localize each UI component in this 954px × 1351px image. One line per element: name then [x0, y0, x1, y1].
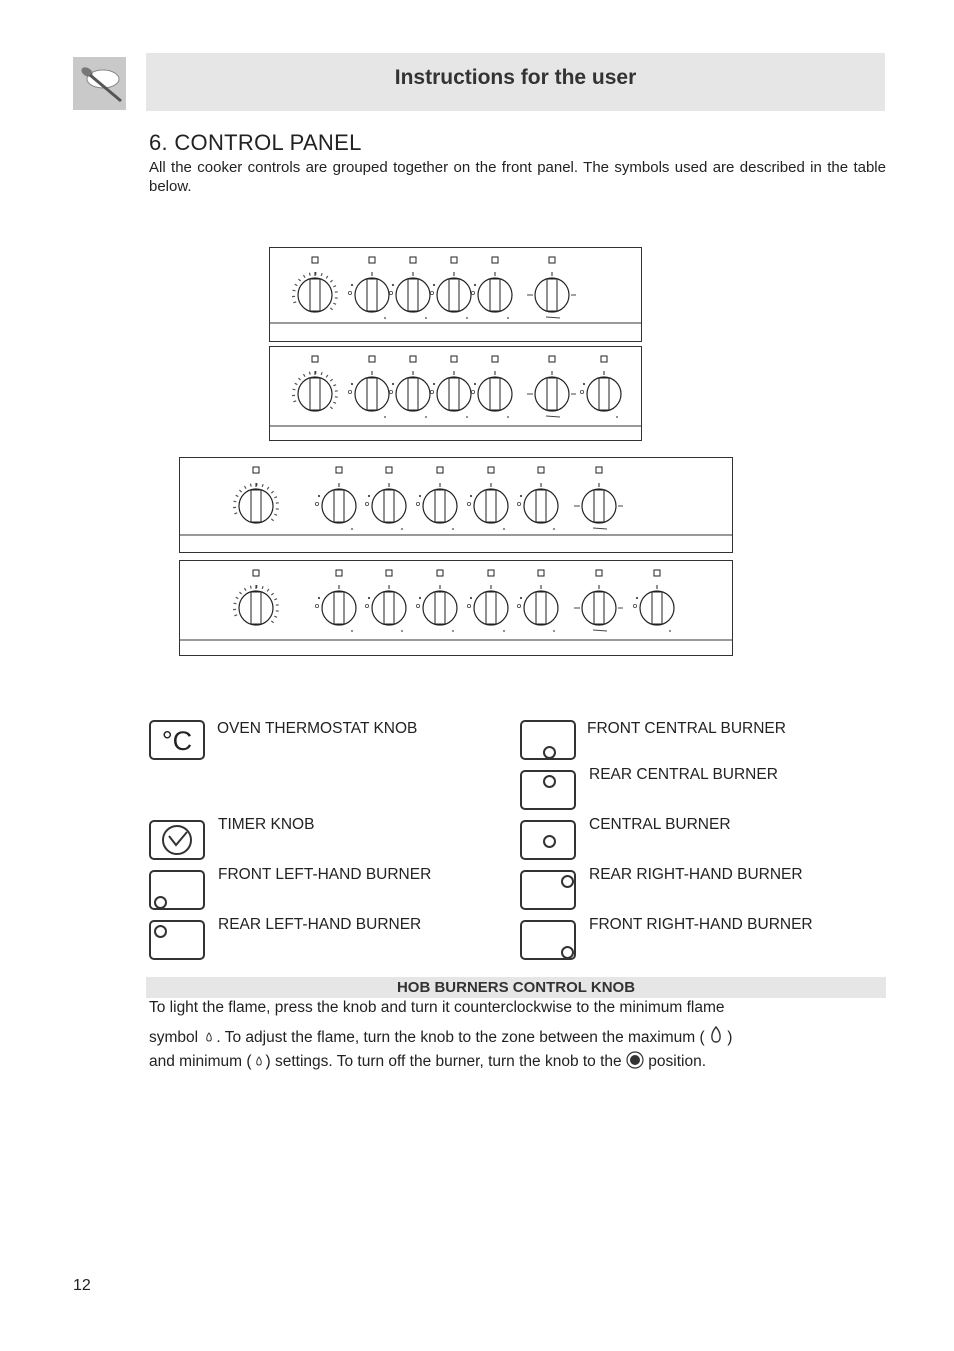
front-left-burner-label: FRONT LEFT-HAND BURNER — [218, 866, 432, 883]
hob-title: HOB BURNERS CONTROL KNOB — [396, 979, 636, 996]
control-panel-drawing — [179, 457, 733, 553]
page-number: 12 — [73, 1277, 91, 1294]
control-panel-drawing — [269, 346, 642, 441]
off-position-icon — [626, 1051, 644, 1069]
front-right-burner-symbol — [520, 920, 576, 960]
hob-text-line-2: symbol . To adjust the flame, turn the k… — [149, 1025, 732, 1047]
oven-thermostat-label: OVEN THERMOSTAT KNOB — [217, 720, 418, 737]
rear-central-burner-label: REAR CENTRAL BURNER — [589, 766, 778, 783]
rear-right-burner-symbol — [520, 870, 576, 910]
hob-text-line-1: To light the flame, press the knob and t… — [149, 999, 725, 1016]
central-burner-symbol — [520, 820, 576, 860]
section-title: 6. CONTROL PANEL — [149, 130, 362, 155]
hob-text-line-3: and minimum () settings. To turn off the… — [149, 1051, 707, 1070]
front-central-burner-label: FRONT CENTRAL BURNER — [587, 720, 786, 737]
front-right-burner-label: FRONT RIGHT-HAND BURNER — [589, 916, 813, 933]
intro-paragraph: All the cooker controls are grouped toge… — [149, 159, 886, 195]
control-panel-drawing — [269, 247, 642, 342]
control-panel-drawing — [179, 560, 733, 656]
front-central-burner-symbol — [520, 720, 576, 760]
rear-right-burner-label: REAR RIGHT-HAND BURNER — [589, 866, 803, 883]
min-flame-icon — [255, 1056, 262, 1066]
rear-left-burner-label: REAR LEFT-HAND BURNER — [218, 916, 422, 933]
logo-spoon-icon — [73, 57, 126, 110]
max-flame-icon — [711, 1025, 721, 1043]
timer-label: TIMER KNOB — [218, 816, 315, 833]
hob-title-bar — [146, 977, 886, 998]
central-burner-label: CENTRAL BURNER — [589, 816, 731, 833]
rear-central-burner-symbol — [520, 770, 576, 810]
header-bar — [146, 53, 885, 111]
oven-thermostat-symbol: °C — [149, 720, 205, 760]
rear-left-burner-symbol — [149, 920, 205, 960]
timer-symbol — [149, 820, 205, 860]
min-flame-icon — [206, 1032, 213, 1042]
page-header-title: Instructions for the user — [394, 66, 637, 89]
clock-icon — [162, 825, 192, 855]
front-left-burner-symbol — [149, 870, 205, 910]
